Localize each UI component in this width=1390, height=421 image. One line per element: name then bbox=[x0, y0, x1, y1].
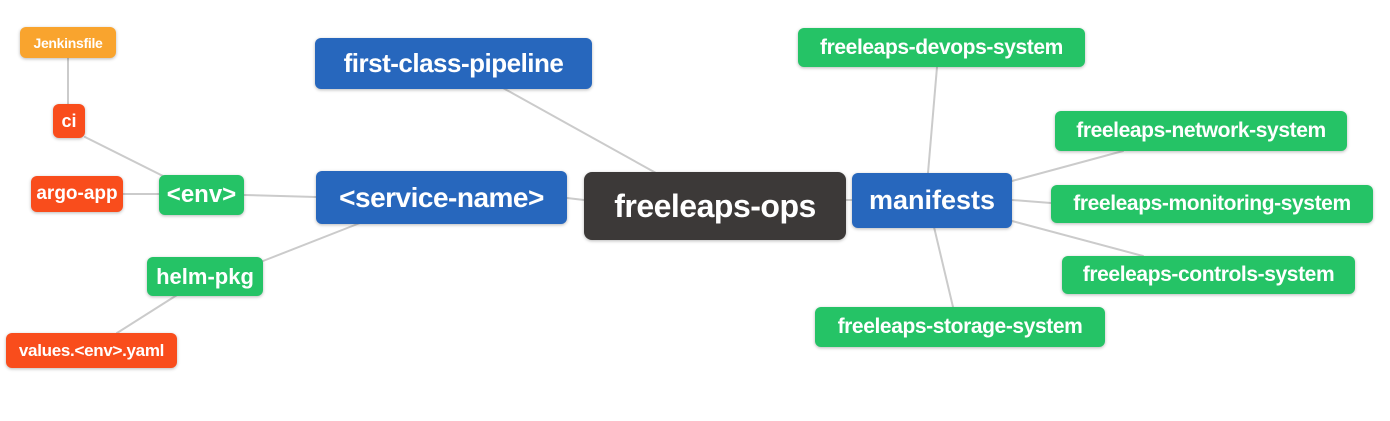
node-helm-pkg[interactable]: helm-pkg bbox=[147, 257, 263, 296]
edge-root-service-name bbox=[566, 197, 585, 201]
edge-manifests-monitoring-system bbox=[1011, 199, 1052, 204]
node-freeleaps-monitoring-system[interactable]: freeleaps-monitoring-system bbox=[1051, 185, 1373, 223]
edge-manifests-controls-system bbox=[1011, 220, 1144, 257]
node-env[interactable]: <env> bbox=[159, 175, 244, 215]
node-freeleaps-network-system[interactable]: freeleaps-network-system bbox=[1055, 111, 1347, 151]
node-freeleaps-devops-system[interactable]: freeleaps-devops-system bbox=[798, 28, 1085, 67]
node-root-freeleaps-ops[interactable]: freeleaps-ops bbox=[584, 172, 846, 240]
node-freeleaps-controls-system[interactable]: freeleaps-controls-system bbox=[1062, 256, 1355, 294]
edge-root-first-class-pipeline bbox=[502, 87, 657, 174]
node-argo-app[interactable]: argo-app bbox=[31, 176, 123, 212]
edge-service-name-env bbox=[243, 194, 317, 198]
node-manifests[interactable]: manifests bbox=[852, 173, 1012, 228]
node-ci[interactable]: ci bbox=[53, 104, 85, 138]
node-freeleaps-storage-system[interactable]: freeleaps-storage-system bbox=[815, 307, 1105, 347]
node-values-env-yaml[interactable]: values.<env>.yaml bbox=[6, 333, 177, 368]
node-first-class-pipeline[interactable]: first-class-pipeline bbox=[315, 38, 592, 89]
edge-manifests-devops-system bbox=[927, 66, 938, 174]
edge-helm-pkg-values-yaml bbox=[116, 294, 178, 334]
node-service-name[interactable]: <service-name> bbox=[316, 171, 567, 224]
edge-manifests-network-system bbox=[1011, 150, 1124, 182]
edge-env-ci bbox=[84, 136, 164, 177]
edge-service-name-helm-pkg bbox=[262, 222, 361, 262]
node-jenkinsfile[interactable]: Jenkinsfile bbox=[20, 27, 116, 58]
edge-manifests-storage-system bbox=[933, 226, 954, 308]
